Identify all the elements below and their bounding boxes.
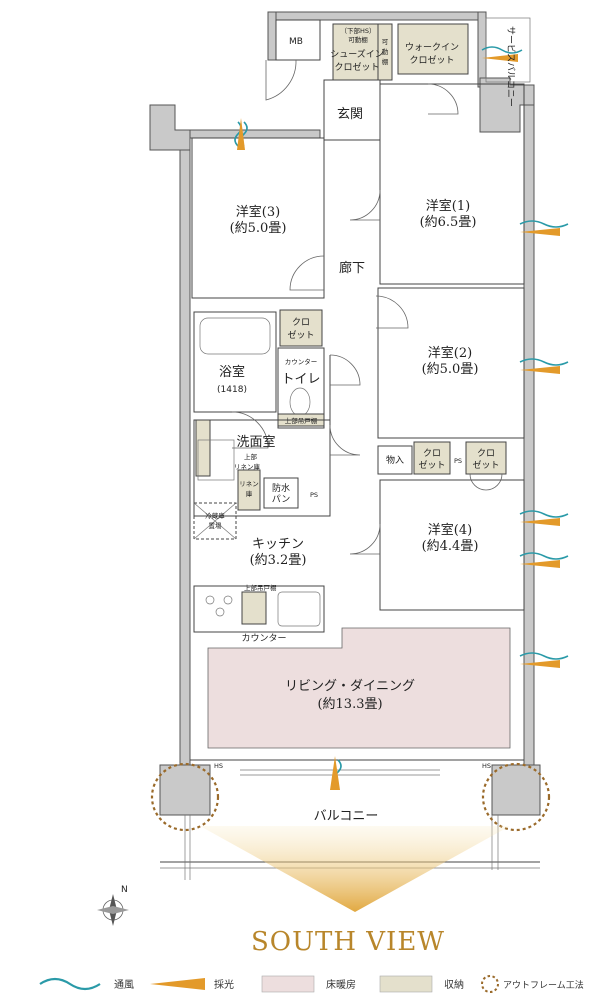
compass: N <box>97 885 129 926</box>
doors <box>231 59 503 555</box>
shoes-closet-label-2: クロゼット <box>334 61 379 73</box>
linen-label-1: リネン <box>239 480 259 488</box>
walkin-closet-label-2: クロゼット <box>409 54 454 66</box>
room-labels: MB （下部HS） 可動棚 シューズイン クロゼット 可 動 棚 ウォークイン … <box>205 26 516 824</box>
fridge-label-1: 冷蔵庫 <box>205 511 225 520</box>
western3-name: 洋室(3) <box>236 204 280 220</box>
legend-outframe: アウトフレーム工法 <box>503 979 584 991</box>
hs-left-label: HS <box>214 762 223 770</box>
western4-name: 洋室(4) <box>428 522 472 538</box>
closet-b-label-2: ゼット <box>418 459 445 471</box>
western4-size: (約4.4畳) <box>422 539 479 554</box>
south-view-title: SOUTH VIEW <box>251 927 445 957</box>
kitchen-name: キッチン <box>252 537 304 552</box>
shoes-closet-note: （下部HS） <box>340 26 375 35</box>
upper-linen-label-2: リネン庫 <box>234 462 261 471</box>
corridor-label: 廊下 <box>339 260 365 276</box>
upper-linen-label-1: 上部 <box>244 452 258 461</box>
legend-ventilation: 通風 <box>114 979 134 991</box>
closet-b <box>413 441 451 475</box>
outframe-legend-icon <box>481 975 499 993</box>
shoes-closet-note2: 可動棚 <box>348 35 368 44</box>
partitions <box>190 19 525 776</box>
waterproof-label-1: 防水 <box>272 482 290 494</box>
ps-label-1: PS <box>310 491 318 499</box>
waterproof-label-2: パン <box>272 494 290 505</box>
closet-a-label-2: ゼット <box>287 329 314 341</box>
shoes-closet-label-1: シューズイン <box>330 48 384 60</box>
legend-storage: 収納 <box>444 978 464 991</box>
linen-label-2: 庫 <box>246 489 253 498</box>
toilet-counter-label: カウンター <box>285 357 318 366</box>
shoes-side-a: 可 <box>382 38 389 46</box>
bath-name: 浴室 <box>219 364 245 380</box>
outer-walls <box>149 11 541 880</box>
washroom-label: 洗面室 <box>236 434 275 450</box>
closet-a-label-1: クロ <box>292 317 310 328</box>
vent-marks <box>234 46 569 790</box>
mb-label: MB <box>289 37 303 47</box>
closet-c-label-1: クロ <box>477 448 495 459</box>
western1-name: 洋室(1) <box>426 198 470 214</box>
walkin-closet <box>397 23 469 75</box>
western2-name: 洋室(2) <box>428 345 472 361</box>
legend: 通風 採光 床暖房 収納 アウトフレーム工法 <box>39 975 584 993</box>
counter-label: カウンター <box>241 633 286 644</box>
closet-c <box>465 441 507 475</box>
toilet-label: トイレ <box>281 372 320 387</box>
shoes-side-c: 棚 <box>382 57 389 66</box>
hs-right-label: HS <box>482 762 491 770</box>
closet-a <box>279 309 323 347</box>
floor-heating-legend-swatch <box>261 975 315 993</box>
south-sunlight <box>200 826 510 912</box>
compass-north-label: N <box>121 885 128 895</box>
balcony-label: バルコニー <box>314 809 379 824</box>
daylight-legend-icon <box>150 978 205 990</box>
ventilation-legend-icon <box>39 977 101 991</box>
western1-size: (約6.5畳) <box>420 215 477 230</box>
entrance-label: 玄関 <box>337 107 363 122</box>
floor-heating-area <box>207 627 511 749</box>
legend-daylight: 採光 <box>214 978 234 991</box>
closet-b-label-1: クロ <box>423 448 441 459</box>
service-balcony-label: サービスバルコニー <box>505 26 516 107</box>
outframe-marks <box>150 762 551 832</box>
shoes-side-b: 動 <box>382 47 389 56</box>
storage-legend-swatch <box>379 975 433 993</box>
closet-c-label-2: ゼット <box>472 459 499 471</box>
kitchen-size: (約3.2畳) <box>250 553 307 568</box>
fridge-label-2: 置場 <box>209 521 223 530</box>
living-size: (約13.3畳) <box>317 697 382 712</box>
bath-size: (1418) <box>217 385 247 395</box>
living-name: リビング・ダイニング <box>285 679 415 694</box>
kitchen-upper-cabinet: 上部吊戸棚 <box>244 583 277 592</box>
walkin-closet-label-1: ウォークイン <box>405 42 459 53</box>
western2-size: (約5.0畳) <box>422 362 479 377</box>
toilet-upper-cabinet: 上部吊戸棚 <box>285 416 318 425</box>
legend-floor-heating: 床暖房 <box>326 978 356 991</box>
ps-label-2: PS <box>454 457 462 465</box>
western3-size: (約5.0畳) <box>230 221 287 236</box>
storage-mono-label: 物入 <box>386 454 404 466</box>
